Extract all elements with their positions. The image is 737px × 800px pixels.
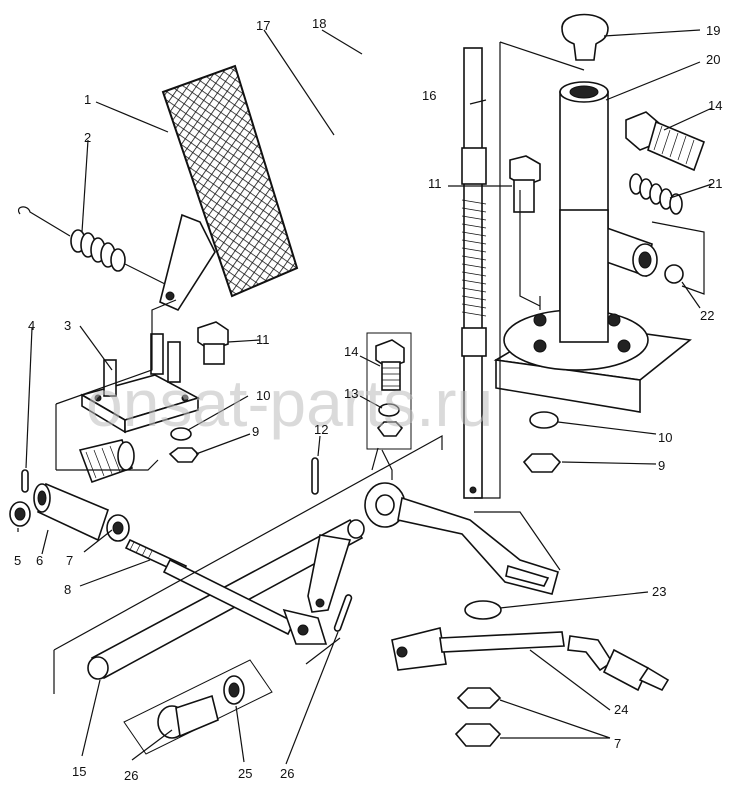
nut-7-lower [454,723,502,747]
callout-2: 2 [84,130,91,145]
cotter-pin-26 [333,594,353,632]
callout-1: 1 [84,92,91,107]
washer-5 [9,501,31,527]
nut-7-upper [456,687,502,709]
pin-26 [157,694,219,739]
pedal-arm [159,213,216,312]
washer-10-left [170,427,192,441]
bushing-25 [223,675,245,705]
callout-14a: 14 [344,344,358,359]
base-plate [493,209,692,413]
washer-10-right [529,411,559,429]
callout-20: 20 [706,52,720,67]
nut-center [376,421,404,437]
callout-7a: 7 [66,553,73,568]
callout-26a: 26 [124,768,138,783]
bolt-threaded-left [78,439,135,484]
callout-18: 18 [312,16,326,31]
cotter-pin-4 [21,469,29,493]
group-box-13 [366,332,412,450]
callout-3: 3 [64,318,71,333]
watermark-text: onsat-parts.ru [86,366,493,440]
cotter-pin-12 [311,457,319,495]
nut-9-left [168,447,200,463]
callout-5: 5 [14,553,21,568]
callout-24: 24 [614,702,628,717]
callout-22: 22 [700,308,714,323]
callout-7b: 7 [614,736,621,751]
knob-19 [561,13,609,61]
bolt-11-right [509,155,541,213]
callout-4: 4 [28,318,35,333]
callout-10b: 10 [658,430,672,445]
lever-arm [364,482,559,595]
callout-6: 6 [36,553,43,568]
callout-11b: 11 [428,176,442,191]
callout-12: 12 [314,422,328,437]
washer-7-left [106,514,130,542]
bolt-14-center [375,339,405,391]
callout-10a: 10 [256,388,270,403]
callout-14b: 14 [708,98,722,113]
bolt-14-right [625,111,706,172]
callout-9b: 9 [658,458,665,473]
assembly-guide-lines [53,41,705,694]
leader-lines [17,29,713,765]
callout-25: 25 [238,766,252,781]
bolt-11-left [197,321,229,365]
washer-center [378,403,400,417]
callout-15: 15 [72,764,86,779]
cross-rod [162,558,328,645]
callout-16: 16 [422,88,436,103]
spring-21 [629,173,683,215]
callout-26b: 26 [280,766,294,781]
link-rod-24 [391,627,670,692]
return-spring [18,206,166,285]
group-box-25-26 [123,659,273,755]
pedal-pad [161,64,299,298]
callout-13: 13 [344,386,358,401]
washer-23 [464,600,502,620]
mounting-bracket [79,333,201,434]
callout-21: 21 [708,176,722,191]
threaded-rod-16 [461,47,487,499]
callout-11a: 11 [256,332,270,347]
callout-17: 17 [256,18,270,33]
callout-19: 19 [706,23,720,38]
bushing-6 [33,482,109,542]
nut-9-right [522,453,562,473]
ball-22 [664,264,684,284]
callout-labels: 1 2 3 4 5 6 7 8 9 10 11 12 13 14 15 16 1… [14,16,722,783]
callout-8: 8 [64,582,71,597]
callout-23: 23 [652,584,666,599]
callout-9a: 9 [252,424,259,439]
